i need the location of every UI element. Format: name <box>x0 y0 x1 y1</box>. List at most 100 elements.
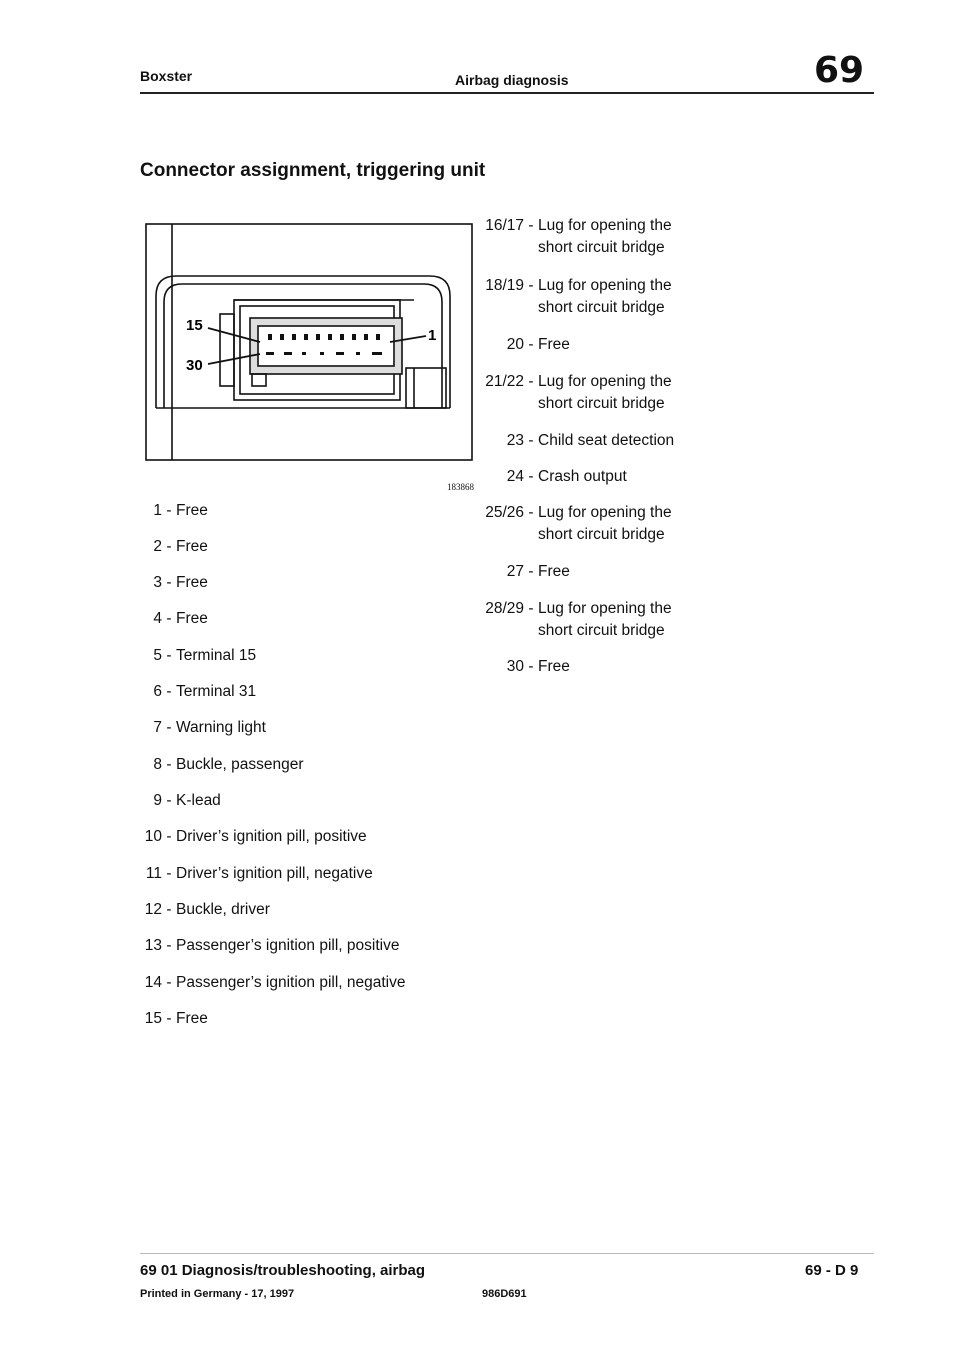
pin-description: Free <box>176 610 208 627</box>
pin-separator: - <box>166 647 172 664</box>
pin-description-cont: short circuit bridge <box>538 622 665 639</box>
footer-doc-code: 986D691 <box>482 1288 527 1300</box>
footer-printed: Printed in Germany - 17, 1997 <box>140 1288 295 1300</box>
pin-number: 11 <box>145 865 162 882</box>
header-section: Airbag diagnosis <box>455 72 569 88</box>
pin-number: 30 <box>506 658 524 675</box>
pin-description: Terminal 15 <box>176 647 257 664</box>
pin-description: Free <box>176 538 208 555</box>
figure-id: 183868 <box>447 482 474 492</box>
pin-number: 24 <box>506 468 524 485</box>
pin-entry: 20-Free <box>450 334 570 356</box>
pin-entry: 30-Free <box>450 656 570 678</box>
pin-description: Driver’s ignition pill, positive <box>176 828 367 845</box>
pin-number: 27 <box>506 563 524 580</box>
page-title: Connector assignment, triggering unit <box>140 160 486 181</box>
pin-description: Free <box>538 563 570 580</box>
pin-number: 21/22 <box>485 373 524 390</box>
pin-separator: - <box>166 1010 172 1027</box>
pin-description: Free <box>538 336 570 353</box>
pin-separator: - <box>528 658 534 675</box>
pin-separator: - <box>166 828 172 845</box>
pin-separator: - <box>166 610 172 627</box>
pin-description: Child seat detection <box>538 432 675 449</box>
pin-description: Free <box>538 658 570 675</box>
pin-description: Lug for opening the <box>538 277 672 294</box>
pin-separator: - <box>528 373 534 390</box>
pin-separator: - <box>528 600 534 617</box>
figure-label-1: 1 <box>428 327 436 344</box>
figure-label-15: 15 <box>186 317 203 334</box>
chapter-number: 69 <box>814 50 865 91</box>
pin-description: Buckle, driver <box>176 901 270 918</box>
pin-separator: - <box>528 504 534 521</box>
pin-number: 4 <box>153 610 162 627</box>
pin-separator: - <box>166 502 172 519</box>
header-rule <box>140 92 874 94</box>
connector-drawing: 15 30 1 <box>145 223 473 461</box>
pin-separator: - <box>166 974 172 991</box>
pin-number: 3 <box>153 574 162 591</box>
pin-entry: 23-Child seat detection <box>450 430 674 452</box>
pin-entry: 4-Free <box>110 608 208 630</box>
pin-description: Terminal 31 <box>176 683 257 700</box>
pin-entry: 6-Terminal 31 <box>110 681 256 703</box>
pin-separator: - <box>528 217 534 234</box>
footer-section: 69 01 Diagnosis/troubleshooting, airbag <box>140 1262 426 1279</box>
pin-entry: 1-Free <box>110 500 208 522</box>
pin-separator: - <box>528 432 534 449</box>
pin-number: 5 <box>153 647 162 664</box>
pin-description: Free <box>176 574 208 591</box>
pin-separator: - <box>166 756 172 773</box>
pin-entry: 11-Driver’s ignition pill, negative <box>110 863 373 885</box>
pin-number: 10 <box>144 828 162 845</box>
pin-description: Passenger’s ignition pill, positive <box>176 937 400 954</box>
pin-entry: 9-K-lead <box>110 790 221 812</box>
pin-description-cont: short circuit bridge <box>538 526 665 543</box>
pin-entry: 12-Buckle, driver <box>110 899 270 921</box>
pin-separator: - <box>166 792 172 809</box>
pin-separator: - <box>166 683 172 700</box>
pin-description: Crash output <box>538 468 627 485</box>
figure-label-30: 30 <box>186 357 203 374</box>
pin-description-cont: short circuit bridge <box>538 239 665 256</box>
pin-description-cont: short circuit bridge <box>538 395 665 412</box>
pin-entry: 2-Free <box>110 536 208 558</box>
pin-number: 2 <box>153 538 162 555</box>
pin-entry: 25/26-Lug for opening the short circuit b… <box>450 502 672 546</box>
pin-entry: 3-Free <box>110 572 208 594</box>
pin-number: 23 <box>506 432 524 449</box>
pin-separator: - <box>166 538 172 555</box>
pin-description: Buckle, passenger <box>176 756 304 773</box>
pin-number: 25/26 <box>485 504 524 521</box>
pin-description: K-lead <box>176 792 221 809</box>
page-number: 69 - D 9 <box>805 1262 859 1279</box>
pin-description: Free <box>176 1010 208 1027</box>
pin-description: Warning light <box>176 719 266 736</box>
footer-rule <box>140 1253 874 1254</box>
pin-entry: 8-Buckle, passenger <box>110 754 304 776</box>
pin-number: 20 <box>506 336 524 353</box>
pin-separator: - <box>528 468 534 485</box>
pin-description-cont: short circuit bridge <box>538 299 665 316</box>
pin-number: 7 <box>153 719 162 736</box>
pin-entry: 27-Free <box>450 561 570 583</box>
pin-number: 15 <box>144 1010 162 1027</box>
pin-description: Lug for opening the <box>538 217 672 234</box>
pin-separator: - <box>528 336 534 353</box>
pin-number: 28/29 <box>485 600 524 617</box>
pin-description: Lug for opening the <box>538 600 672 617</box>
pin-separator: - <box>166 901 172 918</box>
pin-description: Free <box>176 502 208 519</box>
pin-separator: - <box>528 563 534 580</box>
pin-separator: - <box>528 277 534 294</box>
pin-entry: 13-Passenger’s ignition pill, positive <box>110 935 400 957</box>
pin-separator: - <box>166 574 172 591</box>
pin-separator: - <box>166 719 172 736</box>
pin-number: 9 <box>153 792 162 809</box>
pin-entry: 14-Passenger’s ignition pill, negative <box>110 972 406 994</box>
pin-number: 8 <box>153 756 162 773</box>
connector-figure: 15 30 1 <box>144 218 476 464</box>
pin-description: Lug for opening the <box>538 504 672 521</box>
